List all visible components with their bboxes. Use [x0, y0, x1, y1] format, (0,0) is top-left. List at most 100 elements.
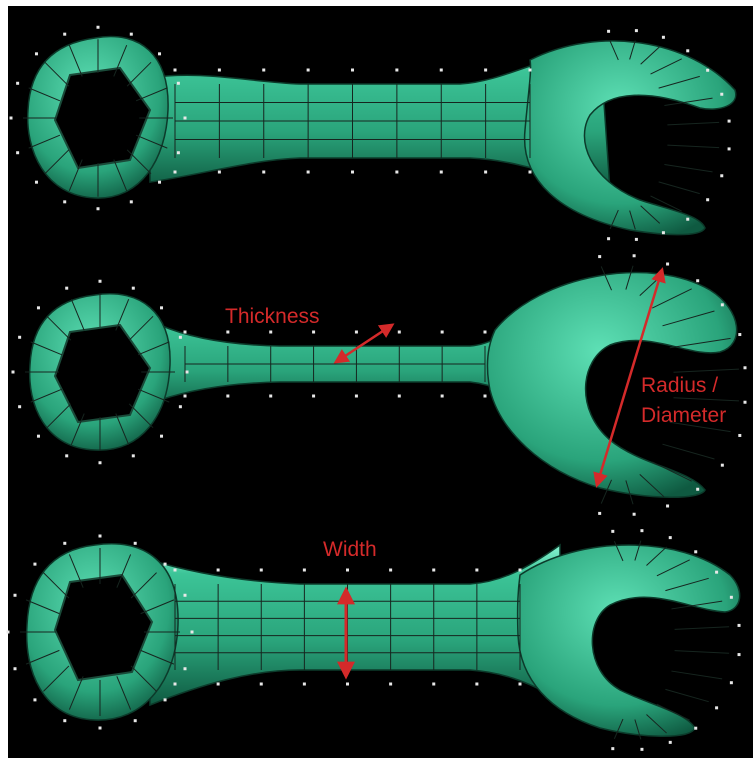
control-point: [744, 401, 747, 404]
control-point: [7, 631, 10, 634]
control-point: [738, 434, 741, 437]
control-point: [177, 82, 180, 85]
control-point: [686, 218, 689, 221]
control-point: [730, 681, 733, 684]
control-point: [134, 542, 137, 545]
control-point: [738, 333, 741, 336]
control-point: [218, 171, 221, 174]
control-point: [37, 435, 40, 438]
control-point: [33, 698, 36, 701]
control-point: [184, 117, 187, 120]
control-point: [307, 69, 310, 72]
control-point: [65, 454, 68, 457]
control-point: [14, 594, 17, 597]
control-point: [346, 569, 349, 572]
control-point: [174, 569, 177, 572]
control-point: [635, 29, 638, 32]
control-point: [97, 207, 100, 210]
control-point: [134, 719, 137, 722]
control-point: [607, 30, 610, 33]
control-point: [99, 280, 102, 283]
control-point: [132, 287, 135, 290]
control-point: [226, 395, 229, 398]
control-point: [475, 683, 478, 686]
control-point: [728, 120, 731, 123]
control-point: [694, 727, 697, 730]
control-point: [99, 535, 102, 538]
control-point: [18, 405, 21, 408]
control-point: [598, 255, 601, 258]
control-point: [635, 238, 638, 241]
control-point: [179, 405, 182, 408]
control-point: [686, 49, 689, 52]
control-point: [65, 287, 68, 290]
control-point: [706, 69, 709, 72]
control-point: [432, 569, 435, 572]
control-point: [191, 631, 194, 634]
control-point: [666, 504, 669, 507]
control-point: [529, 69, 532, 72]
control-point: [218, 69, 221, 72]
control-point: [721, 303, 724, 306]
control-point: [158, 52, 161, 55]
control-point: [177, 151, 180, 154]
control-point: [174, 171, 177, 174]
control-point: [694, 550, 697, 553]
control-point: [10, 117, 13, 120]
control-point: [607, 237, 610, 240]
control-point: [662, 231, 665, 234]
control-point: [355, 395, 358, 398]
control-point: [226, 331, 229, 334]
control-point: [744, 366, 747, 369]
control-point: [484, 69, 487, 72]
control-point: [696, 279, 699, 282]
control-point: [33, 563, 36, 566]
control-point: [18, 336, 21, 339]
control-point: [63, 542, 66, 545]
control-point: [720, 174, 723, 177]
control-point: [395, 69, 398, 72]
control-point: [186, 371, 189, 374]
control-point: [721, 464, 724, 467]
control-point: [130, 33, 133, 36]
radius-label-line1: Radius /: [641, 374, 718, 397]
radius-label-line2: Diameter: [641, 404, 726, 427]
control-point: [16, 82, 19, 85]
control-point: [730, 596, 733, 599]
control-point: [312, 331, 315, 334]
control-point: [441, 331, 444, 334]
control-point: [395, 171, 398, 174]
control-point: [99, 727, 102, 730]
control-point: [696, 488, 699, 491]
control-point: [611, 747, 614, 750]
control-point: [715, 571, 718, 574]
control-point: [728, 147, 731, 150]
control-point: [389, 683, 392, 686]
control-point: [130, 200, 133, 203]
control-point: [260, 569, 263, 572]
control-point: [63, 200, 66, 203]
control-point: [640, 529, 643, 532]
control-point: [35, 52, 38, 55]
control-point: [164, 698, 167, 701]
control-point: [346, 683, 349, 686]
control-point: [706, 198, 709, 201]
control-point: [183, 667, 186, 670]
control-point: [184, 331, 187, 334]
control-point: [183, 594, 186, 597]
control-point: [351, 171, 354, 174]
control-point: [16, 151, 19, 154]
control-point: [738, 624, 741, 627]
control-point: [598, 512, 601, 515]
control-point: [217, 683, 220, 686]
control-point: [633, 254, 636, 257]
control-point: [132, 454, 135, 457]
control-point: [398, 395, 401, 398]
control-point: [160, 306, 163, 309]
control-point: [269, 395, 272, 398]
control-point: [307, 171, 310, 174]
control-point: [529, 171, 532, 174]
control-point: [217, 569, 220, 572]
control-point: [12, 371, 15, 374]
